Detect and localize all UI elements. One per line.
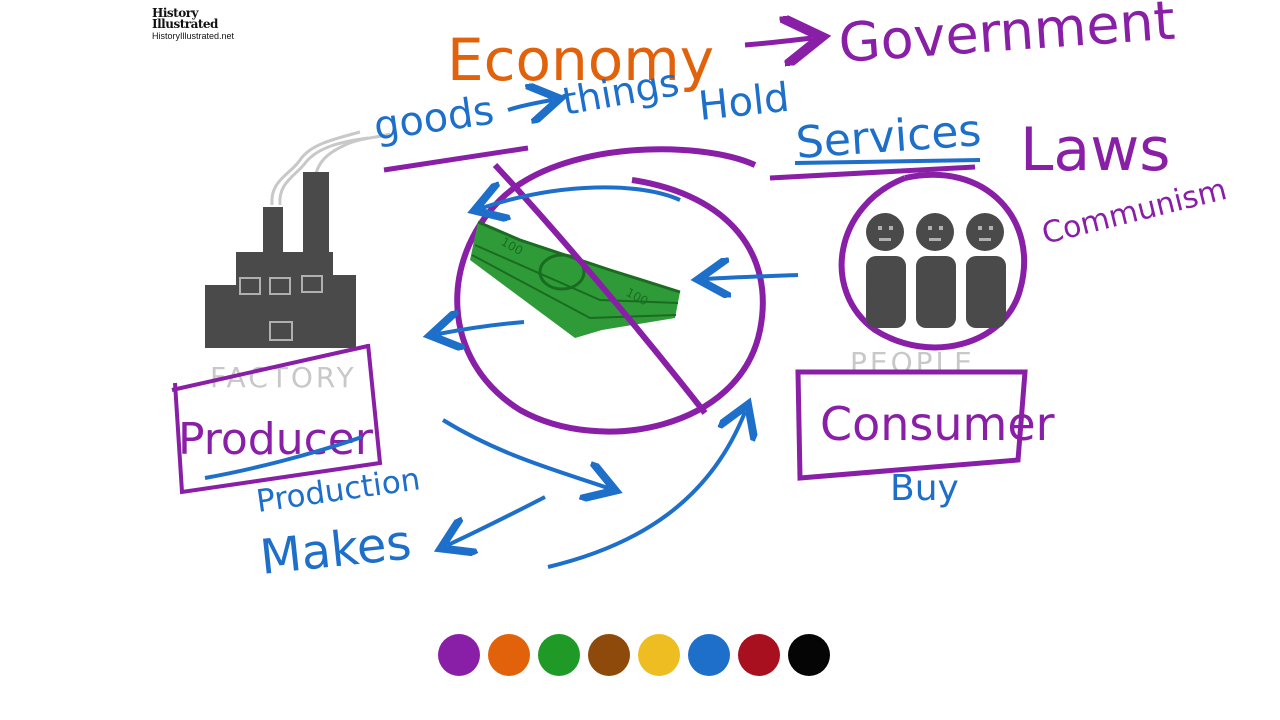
goods-underline	[384, 148, 528, 170]
people-icon	[866, 213, 1006, 328]
color-swatch-blue[interactable]	[688, 634, 730, 676]
hold-label: Hold	[696, 75, 791, 130]
goods-to-things-arrow	[508, 100, 552, 110]
color-swatch-green[interactable]	[538, 634, 580, 676]
consumer-label: Consumer	[820, 397, 1055, 451]
producer-label: Producer	[178, 414, 374, 465]
makes-label: Makes	[257, 514, 413, 586]
color-swatch-orange[interactable]	[488, 634, 530, 676]
laws-label: Laws	[1020, 115, 1171, 185]
economy-to-government-arrow	[745, 38, 812, 45]
goods-label: goods	[371, 88, 497, 150]
color-swatch-purple[interactable]	[438, 634, 480, 676]
color-swatch-yellow[interactable]	[638, 634, 680, 676]
color-swatch-brown[interactable]	[588, 634, 630, 676]
color-swatch-black[interactable]	[788, 634, 830, 676]
color-swatch-red[interactable]	[738, 634, 780, 676]
government-label: Government	[837, 0, 1177, 75]
color-palette	[438, 631, 846, 679]
buy-label: Buy	[890, 468, 959, 509]
factory-smoke	[272, 132, 390, 205]
money-stack-icon: 100 100	[470, 222, 680, 338]
